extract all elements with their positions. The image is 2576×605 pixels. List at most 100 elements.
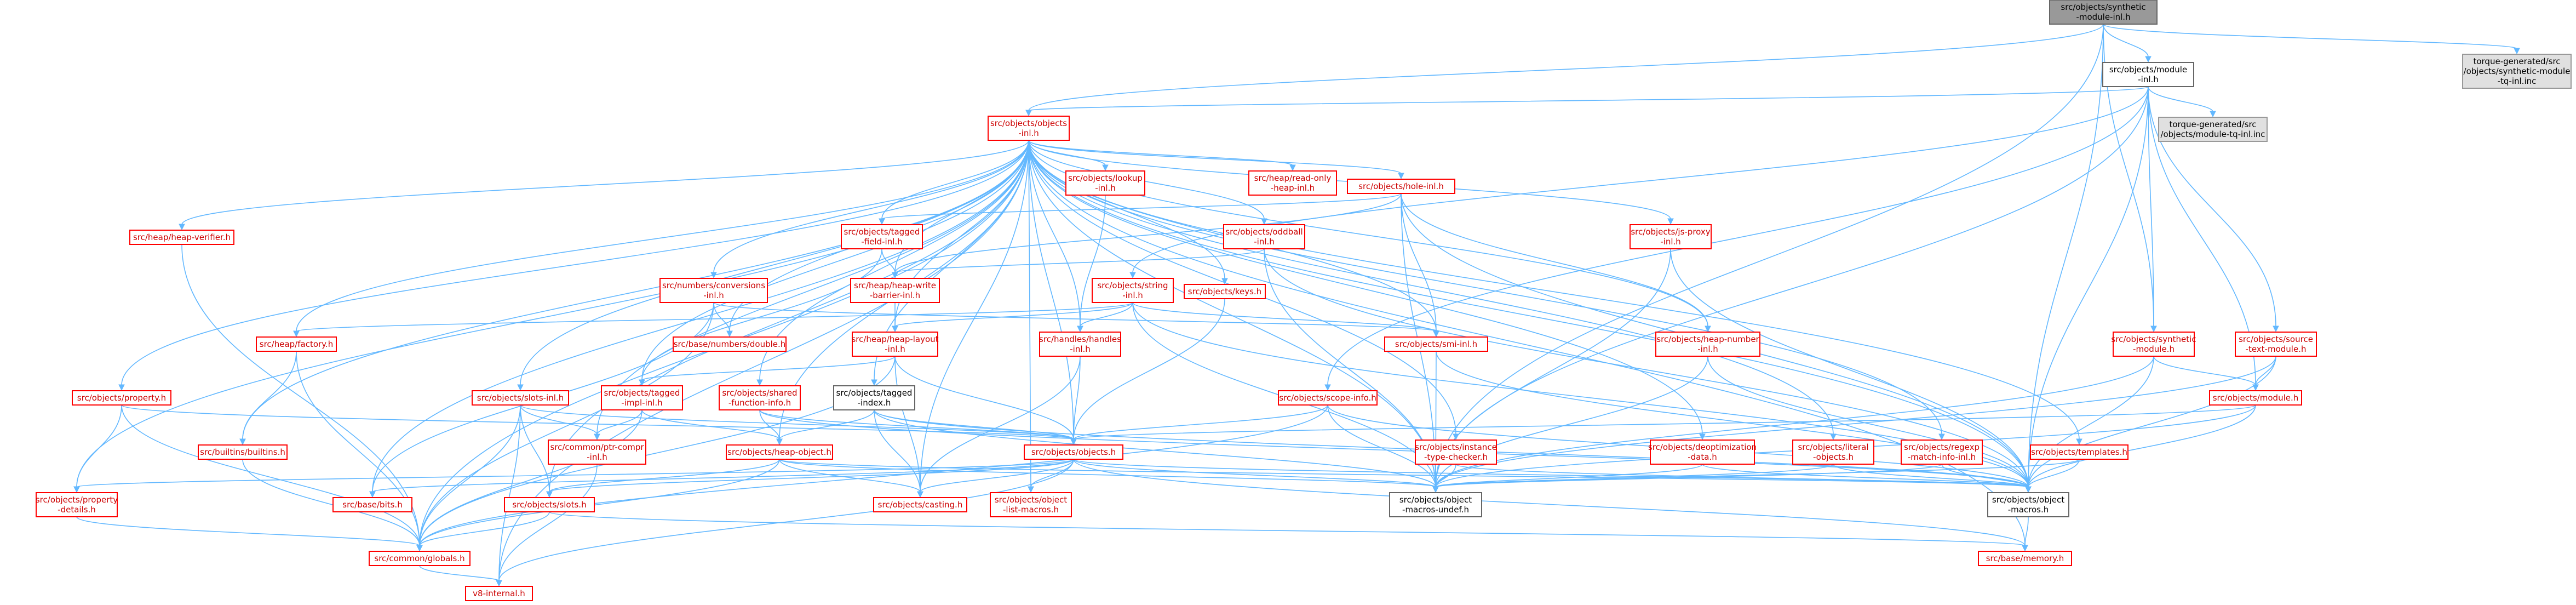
edge-root-to-objects_inl xyxy=(1025,24,2104,117)
node-heap-factory[interactable]: src/heap/factory.h xyxy=(256,336,337,352)
node-object-macros-undef[interactable]: src/objects/object-macros-undef.h xyxy=(1389,492,1482,517)
edge-tagged_field_inl-to-tagged_impl_inl xyxy=(639,248,882,386)
node-label-line: -details.h xyxy=(58,505,96,515)
edge-arrowhead xyxy=(1102,164,1109,172)
node-common-globals[interactable]: src/common/globals.h xyxy=(369,551,471,566)
edge-line xyxy=(1435,464,1834,488)
node-literal-objects[interactable]: src/objects/literal-objects.h xyxy=(1792,440,1874,465)
node-box xyxy=(850,278,940,303)
node-property-details[interactable]: src/objects/property-details.h xyxy=(36,492,118,517)
node-slots-inl[interactable]: src/objects/slots-inl.h xyxy=(472,390,569,406)
edge-objects_h-to-base_bits xyxy=(369,459,1074,498)
node-slots-h[interactable]: src/objects/slots.h xyxy=(504,497,595,512)
node-property-h[interactable]: src/objects/property.h xyxy=(72,390,171,406)
node-label-line: src/objects/scope-info.h xyxy=(1279,393,1376,403)
edge-line xyxy=(520,404,598,435)
edge-slots_inl-to-v8_internal xyxy=(496,404,521,587)
edge-arrowhead xyxy=(1433,330,1439,338)
node-label-line: src/objects/synthetic xyxy=(2061,2,2145,12)
node-scope-info[interactable]: src/objects/scope-info.h xyxy=(1278,390,1378,406)
node-base-memory[interactable]: src/base/memory.h xyxy=(1978,551,2072,566)
node-base-double[interactable]: src/base/numbers/double.h xyxy=(673,336,787,352)
node-numbers-conv[interactable]: src/numbers/conversions-inl.h xyxy=(659,278,768,303)
edge-arrowhead xyxy=(1432,486,1439,493)
edge-line xyxy=(2103,24,2149,58)
edge-line xyxy=(881,193,1402,220)
edge-line xyxy=(1436,351,2029,488)
node-label-line: src/common/ptr-compr xyxy=(550,442,644,452)
node-label-line: -inl.h xyxy=(703,290,724,300)
node-heap-number-inl[interactable]: src/objects/heap-number-inl.h xyxy=(1655,332,1760,357)
node-tagged-index[interactable]: src/objects/tagged-index.h xyxy=(833,385,915,410)
edge-module_inl-to-string_inl xyxy=(1129,86,2149,279)
node-handles-inl[interactable]: src/handles/handles-inl.h xyxy=(1039,332,1121,357)
node-v8-internal[interactable]: v8-internal.h xyxy=(465,586,533,601)
edge-line xyxy=(759,409,2029,488)
node-module-inl[interactable]: src/objects/module-inl.h xyxy=(2102,62,2194,87)
edge-line xyxy=(1435,464,1456,488)
node-regexp-match-info[interactable]: src/objects/regexp-match-info-inl.h xyxy=(1901,440,1983,465)
node-heap-layout[interactable]: src/heap/heap-layout-inl.h xyxy=(851,332,939,357)
node-object-macros[interactable]: src/objects/object-macros.h xyxy=(1987,492,2069,517)
node-builtins-h[interactable]: src/builtins/builtins.h xyxy=(198,444,288,460)
edge-line xyxy=(2028,86,2149,488)
node-keys-h[interactable]: src/objects/keys.h xyxy=(1184,284,1266,299)
node-base-bits[interactable]: src/base/bits.h xyxy=(332,497,412,512)
node-oddball-inl[interactable]: src/objects/oddball-inl.h xyxy=(1223,224,1305,249)
edge-objects_h-to-casting_h xyxy=(917,459,1074,498)
node-tagged-field-inl[interactable]: src/objects/tagged-field-inl.h xyxy=(841,224,923,249)
edge-line xyxy=(2028,404,2256,488)
node-ptr-compr-inl[interactable]: src/common/ptr-compr-inl.h xyxy=(548,440,646,465)
node-heap-verifier[interactable]: src/heap/heap-verifier.h xyxy=(129,230,234,245)
node-synthetic-module-h[interactable]: src/objects/synthetic-module.h xyxy=(2111,332,2196,357)
edge-object_macros-to-base_memory xyxy=(2022,516,2029,552)
edge-line xyxy=(498,459,1074,581)
edge-objects_h-to-object_macros xyxy=(1073,459,2032,493)
node-objects-h[interactable]: src/objects/objects.h xyxy=(1024,444,1123,460)
node-shared-function-info[interactable]: src/objects/shared-function-info.h xyxy=(719,385,801,410)
node-js-proxy-inl[interactable]: src/objects/js-proxy-inl.h xyxy=(1630,224,1712,249)
node-label-line: torque-generated/src xyxy=(2473,56,2560,66)
edge-line xyxy=(419,404,521,546)
node-box xyxy=(1039,332,1121,357)
edge-line xyxy=(1028,140,1081,327)
node-box xyxy=(1978,551,2072,566)
edge-arrowhead xyxy=(416,545,423,552)
node-tagged-impl-inl[interactable]: src/objects/tagged-impl-inl.h xyxy=(601,385,683,410)
node-casting-h[interactable]: src/objects/casting.h xyxy=(873,497,967,512)
node-source-text-module[interactable]: src/objects/source-text-module.h xyxy=(2235,332,2317,357)
node-string-inl[interactable]: src/objects/string-inl.h xyxy=(1092,278,1174,303)
node-torque-module: torque-generated/src/objects/module-tq-i… xyxy=(2158,117,2268,142)
edge-line xyxy=(1028,140,1265,220)
edge-arrowhead xyxy=(879,218,885,225)
node-heap-read-only[interactable]: src/heap/read-only-heap-inl.h xyxy=(1248,170,1337,196)
edge-arrowhead xyxy=(639,379,645,386)
edge-line xyxy=(76,516,420,546)
node-label-line: src/objects/smi-inl.h xyxy=(1395,339,1477,349)
edge-arrowhead xyxy=(1667,218,1674,225)
node-label-line: src/objects/objects.h xyxy=(1031,447,1116,457)
node-deoptimization-data[interactable]: src/objects/deoptimization-data.h xyxy=(1648,440,1757,465)
node-bit-macros[interactable]: src/objects/object-list-macros.h xyxy=(990,492,1072,517)
node-box xyxy=(1024,444,1123,460)
node-lookup-inl[interactable]: src/objects/lookup-inl.h xyxy=(1065,170,1145,196)
node-box xyxy=(841,224,923,249)
node-instance-type-checker[interactable]: src/objects/instance-type-checker.h xyxy=(1415,440,1497,465)
node-heap-write-barrier[interactable]: src/heap/heap-write-barrier-inl.h xyxy=(850,278,940,303)
edge-arrowhead xyxy=(73,486,80,493)
node-hole-inl[interactable]: src/objects/hole-inl.h xyxy=(1347,179,1455,194)
node-templates-h[interactable]: src/objects/templates.h xyxy=(2030,444,2129,460)
node-smi-inl[interactable]: src/objects/smi-inl.h xyxy=(1384,336,1488,352)
edge-line xyxy=(1028,140,1074,440)
node-label-line: src/objects/synthetic xyxy=(2111,334,2196,344)
edge-line xyxy=(2148,86,2213,112)
node-objects-inl[interactable]: src/objects/objects-inl.h xyxy=(988,116,1070,141)
node-heap-object-h[interactable]: src/objects/heap-object.h xyxy=(726,444,833,460)
edge-line xyxy=(881,140,1029,220)
node-label-line: -inl.h xyxy=(1018,128,1039,138)
edge-line xyxy=(1073,356,1081,440)
edge-line xyxy=(1401,193,1708,327)
node-label-line: -module.h xyxy=(2133,344,2175,354)
edge-line xyxy=(1073,404,1328,440)
node-module-h[interactable]: src/objects/module.h xyxy=(2209,390,2302,406)
